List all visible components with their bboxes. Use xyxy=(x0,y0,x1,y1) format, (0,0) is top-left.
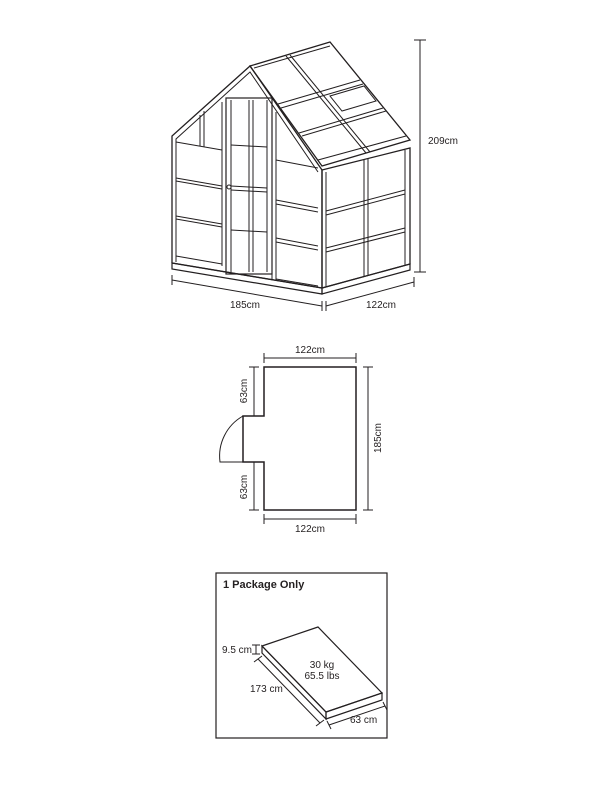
package-width-label: 63 cm xyxy=(350,715,377,726)
plan-right-label: 185cm xyxy=(373,423,384,453)
floor-outline xyxy=(242,366,357,511)
depth-label: 122cm xyxy=(366,300,396,311)
base-side xyxy=(321,263,411,295)
door-swing-arc xyxy=(219,415,244,463)
package-weight-lbs: 65.5 lbs xyxy=(304,671,339,682)
greenhouse-elevation: 209cm 185cm 122cm xyxy=(171,39,458,311)
door xyxy=(225,97,273,275)
package-title: 1 Package Only xyxy=(223,579,305,591)
floor-plan: 122cm 122cm 185cm 63cm 63cm xyxy=(219,345,384,535)
base-front xyxy=(171,262,323,295)
package-side-face xyxy=(325,692,383,720)
package-weight-kg: 30 kg xyxy=(310,660,334,671)
roof-vent xyxy=(329,85,377,112)
plan-left-lower-label: 63cm xyxy=(239,475,250,499)
height-dimension: 209cm xyxy=(414,39,458,273)
height-label: 209cm xyxy=(428,136,458,147)
width-dimension: 185cm xyxy=(171,275,323,311)
front-wall xyxy=(171,65,323,289)
plan-left-upper-label: 63cm xyxy=(239,379,250,403)
package-thickness-label: 9.5 cm xyxy=(222,645,252,656)
package-frame xyxy=(215,572,388,739)
package-front-face xyxy=(261,644,327,721)
depth-dimension: 122cm xyxy=(325,277,415,311)
package-panel: 1 Package Only 30 kg 65.5 lbs 9.5 cm 173… xyxy=(215,572,388,739)
side-wall xyxy=(321,147,411,289)
plan-bottom-label: 122cm xyxy=(295,524,325,535)
roof xyxy=(248,41,412,167)
plan-top-label: 122cm xyxy=(295,345,325,356)
package-length-label: 173 cm xyxy=(250,684,283,695)
width-label: 185cm xyxy=(230,300,260,311)
